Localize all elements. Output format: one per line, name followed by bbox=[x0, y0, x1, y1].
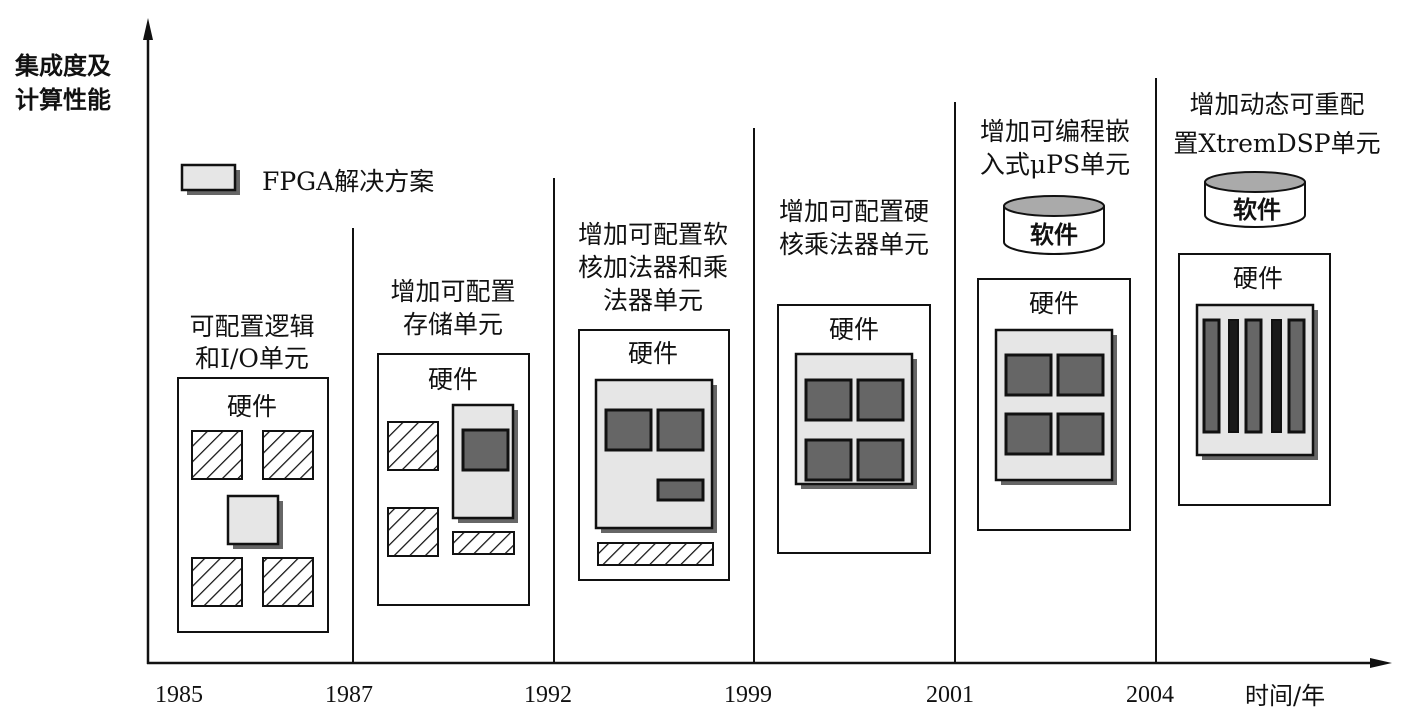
software-cylinder-icon bbox=[1003, 195, 1105, 255]
multiplier-block bbox=[804, 438, 853, 482]
dsp-column bbox=[1287, 318, 1306, 434]
era-1999: 增加可配置硬 核乘法器单元 硬件 bbox=[777, 197, 931, 554]
software-label: 软件 bbox=[1030, 221, 1078, 249]
multiplier-block bbox=[856, 438, 905, 482]
era-2004: 增加动态可重配 置XtremDSP单元 软件 硬件 bbox=[1173, 90, 1381, 506]
processor-block bbox=[1056, 412, 1105, 456]
y-axis-label-line2: 计算性能 bbox=[15, 86, 111, 114]
era-title: 增加动态可重配 bbox=[1189, 90, 1364, 119]
y-axis-arrow bbox=[143, 18, 153, 40]
memory-block bbox=[461, 428, 510, 472]
era-1985: 可配置逻辑 和I/O单元 硬件 bbox=[177, 312, 329, 633]
hardware-label: 硬件 bbox=[829, 315, 879, 344]
hardware-label: 硬件 bbox=[428, 365, 478, 394]
dsp-column bbox=[1228, 319, 1239, 433]
era-1992: 增加可配置软 核加法器和乘 法器单元 硬件 bbox=[578, 220, 730, 581]
year-label: 1992 bbox=[524, 682, 572, 708]
hardware-label: 硬件 bbox=[1029, 289, 1079, 318]
legend: FPGA解决方案 bbox=[180, 163, 434, 196]
dsp-column bbox=[1271, 319, 1282, 433]
logic-block bbox=[387, 421, 439, 471]
hardware-label: 硬件 bbox=[628, 339, 678, 368]
fpga-chip bbox=[594, 378, 714, 530]
era-title: 核乘法器单元 bbox=[779, 230, 929, 259]
era-title: 法器单元 bbox=[603, 286, 703, 315]
year-label: 2001 bbox=[926, 682, 974, 708]
processor-block bbox=[1004, 412, 1053, 456]
io-block bbox=[226, 494, 280, 546]
era-1987: 增加可配置 存储单元 硬件 bbox=[377, 277, 530, 606]
multiplier-block bbox=[856, 378, 905, 422]
logic-block bbox=[262, 430, 314, 480]
soft-core-block bbox=[656, 478, 705, 502]
logic-block bbox=[191, 557, 243, 607]
legend-label: FPGA解决方案 bbox=[262, 167, 434, 196]
year-label: 1985 bbox=[155, 682, 203, 708]
era-title: 增加可配置软 bbox=[578, 220, 728, 249]
logic-block bbox=[387, 507, 439, 557]
era-title: 增加可配置 bbox=[390, 277, 515, 306]
dsp-column bbox=[1202, 318, 1221, 434]
logic-block bbox=[262, 557, 314, 607]
processor-block bbox=[1056, 353, 1105, 397]
era-title: 核加法器和乘 bbox=[578, 253, 728, 282]
era-title: 增加可编程嵌 bbox=[980, 117, 1130, 146]
era-title: 存储单元 bbox=[403, 310, 503, 339]
soft-core-block bbox=[604, 408, 653, 452]
fpga-chip bbox=[994, 328, 1114, 482]
era-title: 和I/O单元 bbox=[195, 344, 309, 373]
processor-block bbox=[1004, 353, 1053, 397]
logic-block bbox=[597, 542, 714, 566]
software-cylinder-icon bbox=[1204, 171, 1306, 228]
soft-core-block bbox=[656, 408, 705, 452]
era-title: 入式μPS单元 bbox=[980, 150, 1130, 179]
year-label: 1999 bbox=[724, 682, 772, 708]
software-label: 软件 bbox=[1233, 196, 1281, 224]
hardware-label: 硬件 bbox=[1233, 264, 1283, 293]
era-title: 置XtremDSP单元 bbox=[1173, 129, 1380, 158]
x-axis-label: 时间/年 bbox=[1245, 682, 1325, 710]
era-2001: 增加可编程嵌 入式μPS单元 软件 硬件 bbox=[977, 117, 1131, 531]
era-title: 增加可配置硬 bbox=[779, 197, 929, 226]
era-title: 可配置逻辑 bbox=[189, 312, 314, 341]
logic-block bbox=[452, 531, 515, 555]
multiplier-block bbox=[804, 378, 853, 422]
x-axis-arrow bbox=[1370, 658, 1392, 668]
dsp-column bbox=[1244, 318, 1263, 434]
year-label: 2004 bbox=[1126, 682, 1174, 708]
logic-block bbox=[191, 430, 243, 480]
hardware-label: 硬件 bbox=[227, 392, 277, 421]
y-axis-label-line1: 集成度及 bbox=[14, 52, 111, 80]
legend-swatch bbox=[180, 163, 237, 192]
year-label: 1987 bbox=[325, 682, 373, 708]
